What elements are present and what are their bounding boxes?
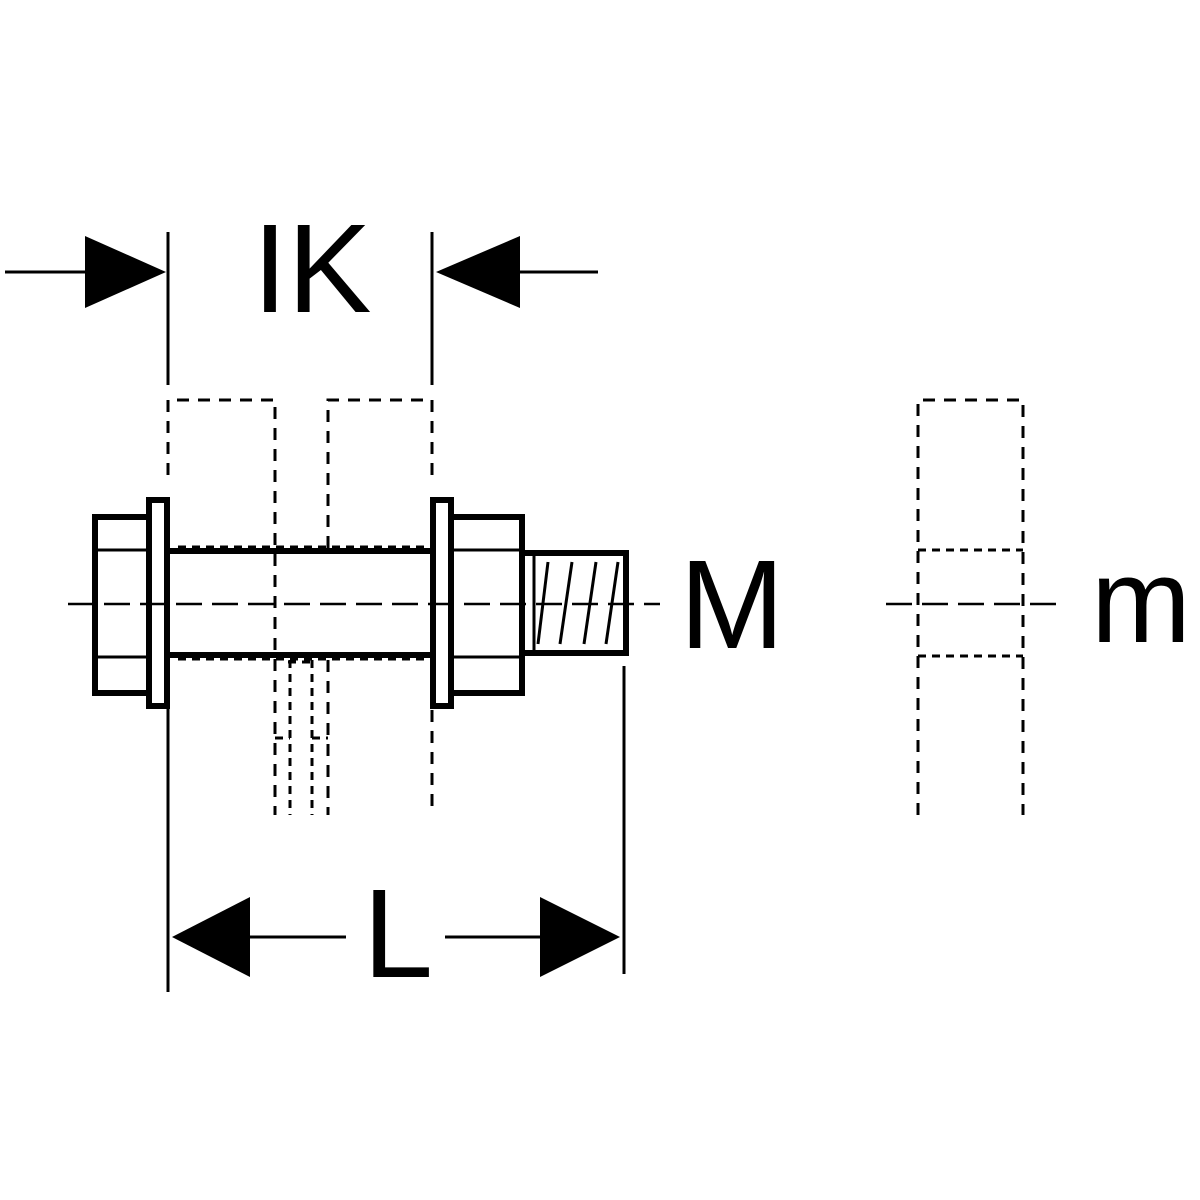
- l-arrow-right: [540, 897, 620, 977]
- m-upper-label: M: [680, 534, 785, 675]
- ik-label: IK: [252, 198, 371, 339]
- clamped-plate-left-outline: [166, 398, 277, 815]
- clamped-plate-right-outline: [326, 398, 434, 548]
- ik-arrow-left: [85, 236, 166, 308]
- clamped-parts-dashed: [166, 398, 434, 815]
- ik-dimension: IK: [5, 198, 598, 385]
- l-arrow-left: [172, 897, 250, 977]
- side-view-dashed: [886, 398, 1056, 815]
- l-label: L: [363, 863, 433, 1004]
- l-dimension: L: [166, 666, 626, 1004]
- ik-arrow-right: [436, 236, 520, 308]
- m-lower-label: m: [1091, 534, 1191, 668]
- side-view-outline: [916, 398, 1025, 815]
- thread-hatch-2: [558, 561, 574, 645]
